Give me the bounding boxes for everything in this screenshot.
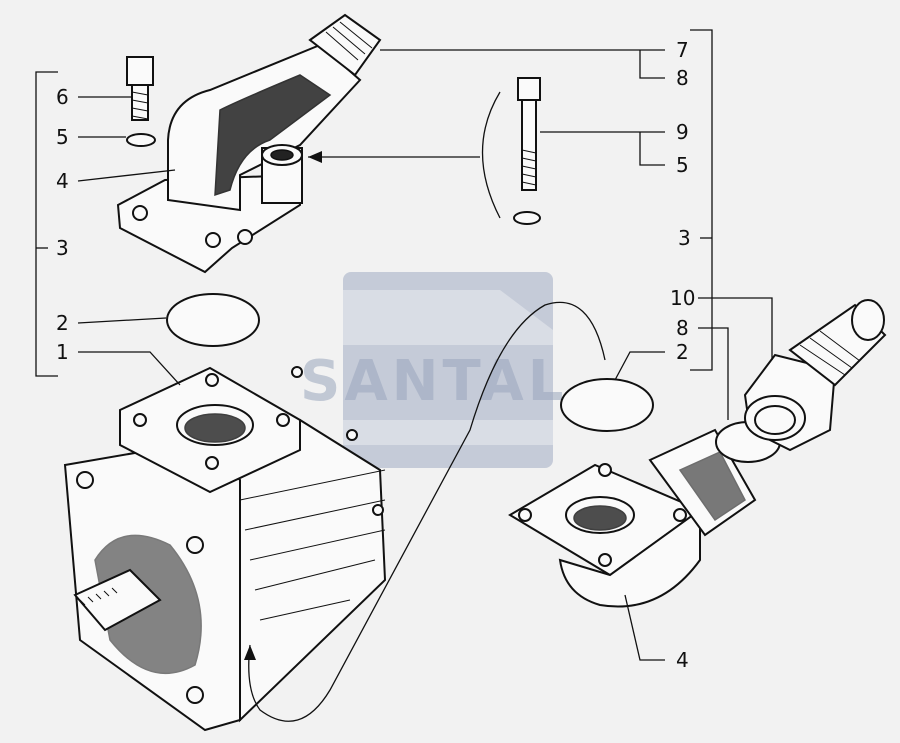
o-ring-2-right [560,378,654,432]
callout-8-right: 8 [676,316,689,340]
callout-4-top: 4 [56,169,69,193]
callout-5-right: 5 [676,153,689,177]
hose-nipple-10 [743,299,887,452]
santal-watermark: SANTAL [300,272,567,468]
callout-4-bottom: 4 [676,648,689,672]
watermark-block [343,272,553,468]
arrow-fitting-path [248,301,606,722]
o-ring-2-left [166,293,260,347]
callout-8-top: 8 [676,66,689,90]
elbow-fitting-top [116,13,382,274]
callout-2-right: 2 [676,340,689,364]
pump-splined-shaft [73,568,162,632]
gear-pump-body [63,366,387,732]
callout-9: 9 [676,120,689,144]
callout-10: 10 [670,286,695,310]
callout-7: 7 [676,38,689,62]
callout-5-left: 5 [56,125,69,149]
group-3-bracket-right [690,29,713,371]
bolt-6 [126,56,154,121]
callout-6: 6 [56,85,69,109]
bolt-group-bracket [481,91,501,219]
lock-washer-5-left [126,133,156,147]
callout-2-left: 2 [56,311,69,335]
callout-1: 1 [56,340,69,364]
callout-3-left: 3 [56,236,69,260]
callout-3-right: 3 [678,226,691,250]
group-3-bracket-left [35,71,58,377]
lock-washer-5-right [513,211,541,225]
bolt-9 [517,77,541,191]
watermark-text: SANTAL [300,349,567,414]
